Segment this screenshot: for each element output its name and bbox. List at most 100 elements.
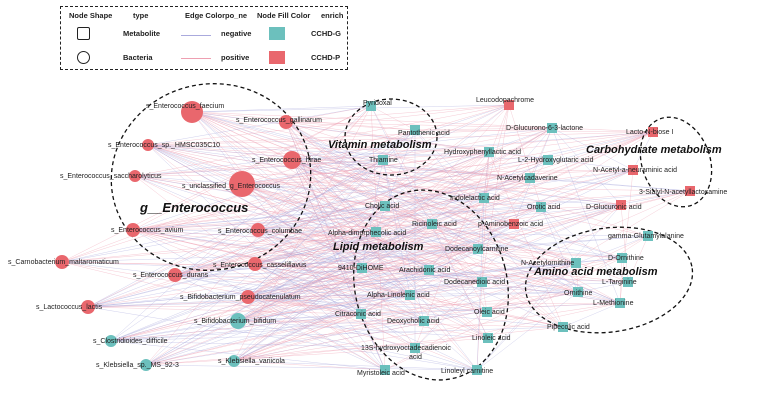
- edge: [233, 205, 386, 362]
- node-indolelactic-acid[interactable]: [479, 193, 489, 203]
- node-d-ornithine[interactable]: [617, 253, 627, 263]
- node-orotic-acid[interactable]: [536, 202, 546, 212]
- node-n-acetylornithine[interactable]: [571, 258, 581, 268]
- edge-layer: [61, 104, 691, 371]
- node-d-glucuronic-acid[interactable]: [616, 200, 626, 210]
- node-dodecanoylcarnitine[interactable]: [473, 244, 483, 254]
- node-dodecanedioic-acid[interactable]: [477, 277, 487, 287]
- node-s-unclassified-g-enterococcus[interactable]: [229, 171, 255, 197]
- edge: [134, 175, 386, 207]
- node-s-lactococcus-lactis[interactable]: [81, 300, 95, 314]
- edge: [540, 206, 577, 264]
- node-s-carnobacterium-maltaromaticum[interactable]: [55, 255, 69, 269]
- node-s-clostridioides-difficile[interactable]: [105, 335, 117, 347]
- node-label-s-enterococcus-durans: s_Enterococcus_durans: [133, 272, 209, 279]
- legend-header-edge: Edge Color: [185, 11, 226, 20]
- node-gamma-glutamylalanine[interactable]: [643, 231, 653, 241]
- edge: [414, 129, 654, 133]
- node-ornithine[interactable]: [573, 287, 583, 297]
- node-13s-hydroxyoctadecadienoic-acid[interactable]: [410, 343, 420, 353]
- edge: [191, 111, 384, 161]
- node-deoxycholic-acid[interactable]: [419, 316, 429, 326]
- node-pyridoxal[interactable]: [366, 101, 376, 111]
- edge: [409, 223, 515, 296]
- node-thiamine[interactable]: [378, 155, 388, 165]
- edge: [540, 206, 629, 283]
- edge: [233, 326, 564, 362]
- node-p-aminobenzoic-acid[interactable]: [509, 219, 519, 229]
- node-linoleyl-carnitine[interactable]: [472, 365, 482, 375]
- edge: [291, 159, 386, 371]
- edge: [241, 183, 691, 192]
- node-linoleic-acid[interactable]: [483, 333, 493, 343]
- node-hydroxyphenyllactic-acid[interactable]: [484, 147, 494, 157]
- node-label-pipecolic-acid: Pipecolic acid: [547, 324, 590, 331]
- edge: [409, 204, 622, 296]
- node-s-bifidobacterium-bifidum[interactable]: [230, 313, 246, 329]
- edge: [257, 131, 654, 231]
- node-s-enterococcus-gallinarum[interactable]: [279, 115, 293, 129]
- edge: [145, 127, 553, 366]
- node-n-acetyl-a-neuraminic-acid[interactable]: [628, 165, 638, 175]
- node-label-s-enterococcus-columbae: s_Enterococcus_columbae: [218, 228, 302, 235]
- edge: [257, 105, 372, 231]
- edge: [147, 144, 488, 313]
- edge: [247, 206, 542, 298]
- node-l-targinine[interactable]: [623, 277, 633, 287]
- node-label-hydroxyphenyllactic-acid: Hydroxyphenyllactic acid: [444, 149, 521, 156]
- node-leucodopachrome[interactable]: [504, 100, 514, 110]
- node-label-s-enterococcus-casseliflavus: s_Enterococcus_casseliflavus: [213, 262, 307, 269]
- node-alpha-linolenic-acid[interactable]: [405, 290, 415, 300]
- node-s-enterococcus-avium[interactable]: [126, 223, 140, 237]
- node-9410-dihome[interactable]: [357, 263, 367, 273]
- node-3-sialyl-n-acetyllactosamine[interactable]: [685, 186, 695, 196]
- node-label-d-glucuronic-acid: D-Glucuronic acid: [586, 204, 642, 211]
- node-s-enterococcus-columbae[interactable]: [251, 223, 265, 237]
- node-s-enterococcus-hirae[interactable]: [283, 151, 301, 169]
- node-d-glucurono-6-3-lactone[interactable]: [547, 123, 557, 133]
- node-l-methionine[interactable]: [615, 298, 625, 308]
- node-label-linoleyl-carnitine: Linoleyl carnitine: [441, 368, 493, 375]
- node-label-l-targinine: L-Targinine: [602, 279, 637, 286]
- node-pantothenic-acid[interactable]: [410, 125, 420, 135]
- node-l-2-hydroxyglutaric-acid[interactable]: [543, 155, 553, 165]
- edge: [87, 129, 416, 308]
- edge: [145, 223, 433, 366]
- edge: [361, 159, 384, 269]
- edge: [486, 262, 577, 313]
- node-s-klebsiella-sp-ms-92-3[interactable]: [140, 359, 152, 371]
- node-s-bifidobacterium-pseudocatenulatum[interactable]: [241, 290, 255, 304]
- node-arachidonic-acid[interactable]: [424, 265, 434, 275]
- edge: [431, 223, 577, 264]
- node-s-enterococcus-saccharolyticus[interactable]: [129, 170, 141, 182]
- edge: [87, 291, 579, 308]
- node-label-n-acetylcadaverine: N-Acetylcadaverine: [497, 175, 558, 182]
- node-label-s-klebsiella-sp-ms-92-3: s_Klebsiella_sp._MS_92-3: [96, 362, 179, 369]
- node-cholic-acid[interactable]: [380, 201, 390, 211]
- edge: [360, 131, 654, 315]
- node-alpha-dimorphecolic-acid[interactable]: [371, 227, 381, 237]
- node-citraconic-acid[interactable]: [356, 309, 366, 319]
- node-oleic-acid[interactable]: [482, 307, 492, 317]
- node-pipecolic-acid[interactable]: [558, 322, 568, 332]
- node-label-citraconic-acid: Citraconic acid: [335, 311, 381, 318]
- edge: [619, 257, 623, 304]
- node-label-dodecanoylcarnitine: Dodecanoylcarnitine: [445, 246, 509, 253]
- node-lacto-n-biose-i[interactable]: [648, 127, 658, 137]
- edge: [247, 204, 622, 298]
- node-label-leucodopachrome: Leucodopachrome: [476, 97, 534, 104]
- group-boundary-lipid-metabolism: [353, 189, 509, 381]
- edge: [529, 131, 654, 179]
- node-s-enterococcus-sp-hmsc035c10[interactable]: [142, 139, 154, 151]
- node-label-s-unclassified-g-enterococcus: s_unclassified_g_Enterococcus: [182, 183, 281, 190]
- node-s-enterococcus-casseliflavus[interactable]: [248, 257, 262, 271]
- edge: [382, 159, 425, 322]
- node-s-enterococcus-faecium[interactable]: [181, 101, 203, 123]
- node-ricinoleic-acid[interactable]: [427, 219, 437, 229]
- node-s-enterococcus-durans[interactable]: [168, 268, 182, 282]
- node-n-acetylcadaverine[interactable]: [525, 173, 535, 183]
- node-myristoleic-acid[interactable]: [380, 365, 390, 375]
- edge: [241, 159, 549, 185]
- edge: [134, 151, 490, 177]
- node-s-klebsiella-variicola[interactable]: [228, 355, 240, 367]
